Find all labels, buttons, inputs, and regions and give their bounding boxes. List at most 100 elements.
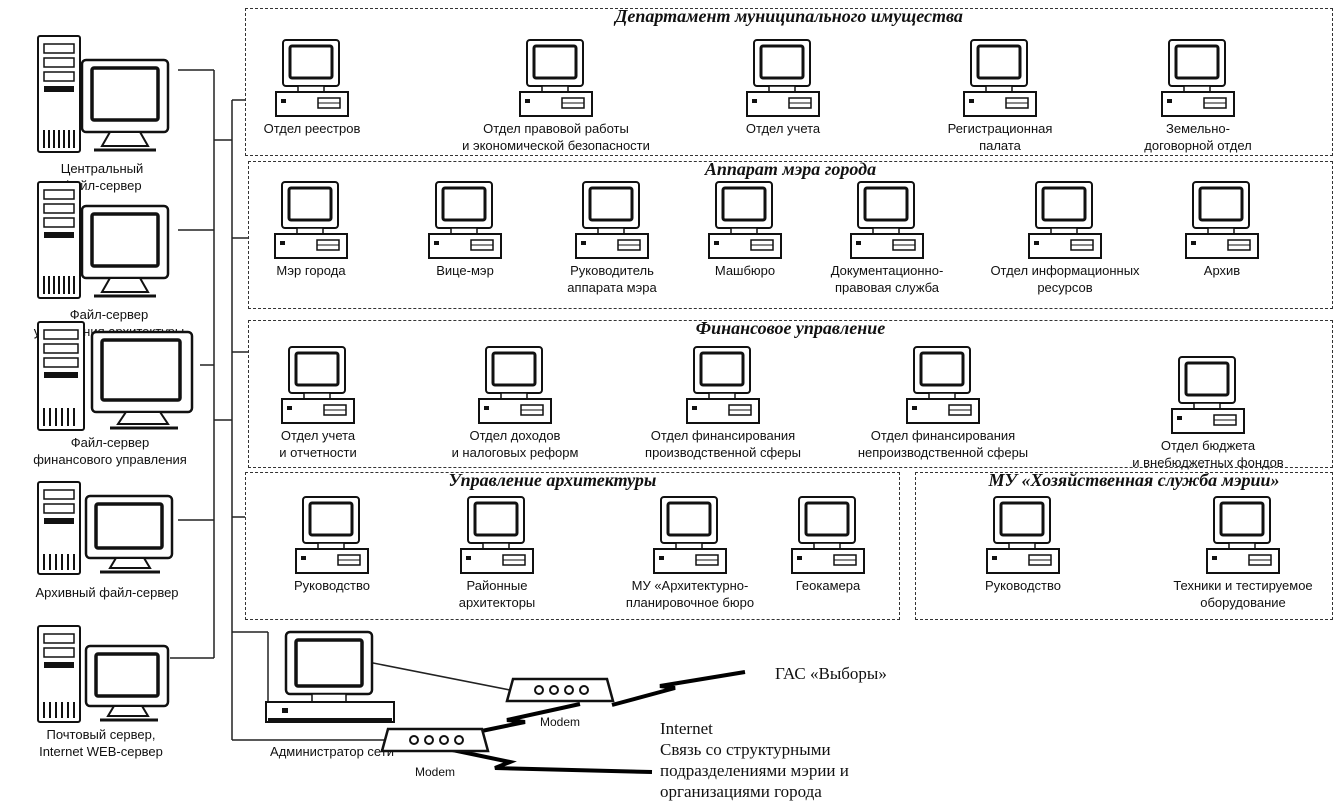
workstation: Отдел правовой работы и экономической бе… — [456, 38, 656, 154]
group-property-department: Департамент муниципального имущества — [245, 6, 1333, 156]
workstation-icon — [1206, 496, 1280, 574]
workstation: Руководитель аппарата мэра — [512, 180, 712, 296]
workstation: Отдел информационных ресурсов — [965, 180, 1165, 296]
group-title: Аппарат мэра города — [704, 159, 877, 179]
workstation-label: Земельно- договорной отдел — [1144, 121, 1252, 153]
workstation: Геокамера — [728, 495, 928, 594]
workstation-label: Отдел доходов и налоговых реформ — [451, 428, 579, 460]
workstation-label: Отдел учета и отчетности — [279, 428, 357, 460]
server-central: Центральный файл-сервер — [0, 32, 220, 194]
workstation: Вице-мэр — [365, 180, 565, 279]
group-mayor-office: Аппарат мэра города — [248, 159, 1333, 309]
workstation-icon — [746, 39, 820, 117]
workstation-label: Руководство — [985, 578, 1061, 593]
server-icon — [37, 481, 174, 575]
workstation: Руководство — [232, 495, 432, 594]
workstation-icon — [519, 39, 593, 117]
workstation-label: Техники и тестируемое оборудование — [1173, 578, 1313, 610]
server-icon — [37, 321, 194, 431]
modem-icon — [505, 677, 615, 703]
server-label: Файл-сервер финансового управления — [33, 435, 187, 467]
workstation: Земельно- договорной отдел — [1098, 38, 1298, 154]
workstation: Отдел бюджета и внебюджетных фондов — [1108, 355, 1308, 471]
workstation-icon — [986, 496, 1060, 574]
server-mail-web: Почтовый сервер, Internet WEB-сервер — [0, 622, 220, 760]
workstation-icon — [850, 181, 924, 259]
workstation-icon — [460, 496, 534, 574]
workstation: Техники и тестируемое оборудование — [1143, 495, 1336, 611]
workstation-icon — [478, 346, 552, 424]
workstation-icon — [428, 181, 502, 259]
workstation: Машбюро — [645, 180, 845, 279]
workstation: Отдел учета — [683, 38, 883, 137]
workstation-label: Отдел учета — [745, 121, 821, 136]
workstation-icon — [265, 630, 395, 723]
group-household-service: МУ «Хозяйственная служба мэрии» — [915, 470, 1333, 620]
workstation-label: Регистрационная палата — [947, 121, 1053, 153]
workstation-label: МУ «Архитектурно- планировочное бюро — [625, 578, 755, 610]
group-title: МУ «Хозяйственная служба мэрии» — [988, 470, 1280, 490]
group-finance-department: Финансовое управление — [248, 318, 1333, 468]
workstation-label: Руководство — [294, 578, 370, 593]
workstation-label: Мэр города — [276, 263, 346, 278]
modem-label: Modem — [539, 715, 580, 729]
workstation: Отдел доходов и налоговых реформ — [415, 345, 615, 461]
server-icon — [37, 35, 170, 153]
workstation-icon — [281, 346, 355, 424]
workstation: Мэр города — [211, 180, 411, 279]
workstation-icon — [1028, 181, 1102, 259]
workstation: Документационно- правовая служба — [787, 180, 987, 296]
server-label: Центральный файл-сервер — [60, 161, 144, 193]
workstation-icon — [1171, 356, 1245, 434]
workstation-label: Отдел правовой работы и экономической бе… — [462, 121, 650, 153]
workstation-icon — [575, 181, 649, 259]
gas-elections-label: ГАС «Выборы» — [775, 664, 887, 683]
group-title: Департамент муниципального имущества — [615, 6, 963, 26]
workstation-icon — [791, 496, 865, 574]
internet-label: Internet — [660, 719, 713, 738]
group-architecture-department: Управление архитектуры — [245, 470, 900, 620]
workstation: Отдел финансирования непроизводственной … — [843, 345, 1043, 461]
server-architecture: Файл-сервер управления архитектуры — [0, 178, 220, 340]
workstation: Отдел финансирования производственной сф… — [623, 345, 823, 461]
workstation-icon — [1185, 181, 1259, 259]
workstation: Отдел реестров — [212, 38, 412, 137]
workstation-label: Документационно- правовая служба — [830, 263, 944, 295]
workstation-label: Архив — [1203, 263, 1241, 278]
link-label-2: подразделениями мэрии и — [660, 761, 849, 780]
workstation-icon — [963, 39, 1037, 117]
admin-label: Администратор сети — [270, 744, 394, 759]
workstation: Районные архитекторы — [397, 495, 597, 611]
group-title: Управление архитектуры — [448, 470, 657, 490]
workstation-icon — [686, 346, 760, 424]
modem-label: Modem — [414, 765, 455, 779]
workstation-icon — [274, 181, 348, 259]
modem-icon — [380, 727, 490, 753]
workstation-icon — [275, 39, 349, 117]
server-label: Почтовый сервер, Internet WEB-сервер — [39, 727, 163, 759]
modem-internet: Modem — [380, 723, 490, 781]
workstation-label: Районные архитекторы — [458, 578, 536, 610]
server-finance: Файл-сервер финансового управления — [0, 318, 220, 468]
server-icon — [37, 181, 170, 299]
workstation-label: Вице-мэр — [436, 263, 494, 278]
server-label: Архивный файл-сервер — [35, 585, 179, 600]
group-title: Финансовое управление — [695, 318, 886, 338]
admin-workstation: Администратор сети — [262, 630, 402, 760]
workstation-label: Отдел финансирования непроизводственной … — [857, 428, 1029, 460]
modem-elections: Modem — [505, 673, 615, 731]
workstation-label: Отдел информационных ресурсов — [990, 263, 1140, 295]
workstation-label: Руководитель аппарата мэра — [567, 263, 657, 295]
workstation-label: Машбюро — [714, 263, 776, 278]
server-icon — [37, 625, 170, 723]
workstation-icon — [653, 496, 727, 574]
link-label-1: Связь со структурными — [660, 740, 831, 759]
workstation-label: Отдел бюджета и внебюджетных фондов — [1132, 438, 1284, 470]
workstation: МУ «Архитектурно- планировочное бюро — [590, 495, 790, 611]
workstation-icon — [1161, 39, 1235, 117]
workstation-label: Отдел реестров — [263, 121, 361, 136]
workstation: Архив — [1122, 180, 1322, 279]
workstation-icon — [708, 181, 782, 259]
workstation-icon — [295, 496, 369, 574]
server-archive: Архивный файл-сервер — [0, 478, 220, 601]
